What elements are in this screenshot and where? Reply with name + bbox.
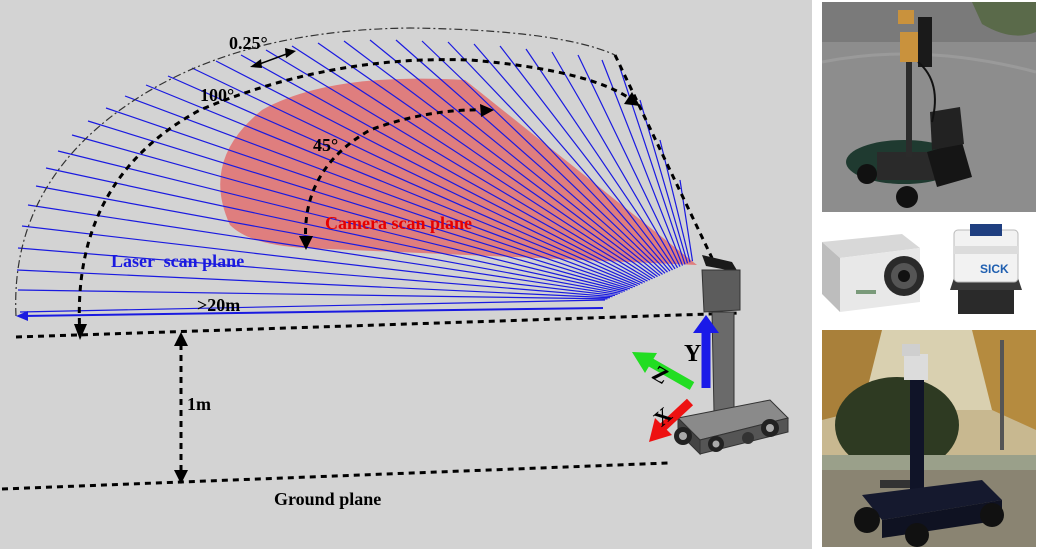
range-arrow (21, 307, 604, 317)
laser-beam (167, 75, 641, 285)
laser-fov-right-edge (613, 54, 714, 259)
laser-beam (317, 42, 656, 279)
camera-fov-angle-label: 45° (313, 135, 339, 155)
height-label: 1m (187, 394, 211, 414)
laser-beams (16, 39, 694, 313)
laser-brand-logo: SICK (980, 262, 1009, 276)
laser-beam (601, 59, 684, 266)
sensor-setup-diagram: 0.25° 100° 45° Camera scan plane Laser s… (0, 0, 812, 549)
height-arrowhead-top (174, 332, 188, 346)
laser-beam (45, 167, 623, 293)
ground-plane-line (1, 461, 669, 491)
laser-beam (240, 54, 648, 282)
laser-beam (577, 54, 681, 267)
laser-beam (21, 225, 616, 297)
laser-beam (27, 204, 618, 296)
laser-range-envelope (15, 27, 616, 317)
laser-scan-plane-label: Laser scan plane (111, 251, 245, 271)
camera-device-photo (816, 220, 932, 320)
laser-beam (35, 185, 621, 294)
laser-beam (679, 179, 694, 262)
arc-100-degree (77, 58, 633, 336)
axis-x-arrow (658, 398, 694, 432)
laser-beam (19, 299, 606, 313)
laser-beam (16, 269, 611, 299)
laser-beam (473, 43, 671, 272)
laser-beam (291, 45, 653, 280)
laser-beam (447, 41, 668, 273)
angle-resolution-arrowhead-right (285, 48, 296, 58)
axis-z-arrow (647, 358, 695, 390)
diagram-canvas (1, 27, 789, 491)
range-label: >20m (197, 295, 241, 315)
laser-plane-line (15, 311, 741, 339)
laser-beam (71, 134, 628, 291)
laser-beam (343, 40, 658, 278)
laser-beam (57, 150, 626, 292)
angle-resolution-label: 0.25° (229, 33, 268, 53)
laser-beam (105, 107, 633, 289)
arc-100-arrowhead-bottom (74, 324, 87, 340)
arc-100-arrowhead-top (624, 92, 640, 106)
camera-scan-plane-label: Camera scan plane (325, 213, 472, 233)
coordinate-axes (632, 315, 719, 442)
angle-resolution-arrowhead-left (250, 59, 262, 68)
robot-photo-bottom (822, 330, 1036, 547)
robot-model (674, 255, 789, 456)
laser-beam (369, 39, 661, 277)
ground-plane-label: Ground plane (274, 489, 382, 509)
laser-beam (191, 67, 643, 284)
laser-fov-angle-label: 100° (200, 85, 235, 105)
laser-beam (17, 247, 613, 298)
laser-beam (124, 95, 636, 288)
laser-beam (145, 84, 638, 287)
axis-y-label: Y (684, 341, 702, 367)
laser-beam (87, 120, 631, 290)
range-arrowhead (16, 311, 28, 321)
arc-45-arrowhead-top (480, 104, 494, 117)
height-arrowhead-bottom (174, 470, 188, 484)
laser-beam (499, 45, 673, 271)
arc-45-arrowhead-bottom (299, 236, 313, 250)
arc-45-degree (304, 108, 489, 246)
laser-beam (395, 39, 663, 275)
laser-beam (525, 48, 676, 270)
laser-beam (659, 139, 691, 263)
laser-beam (265, 49, 651, 281)
robot-photo-top (822, 2, 1036, 212)
laser-beam (551, 51, 679, 269)
laser-scanner-photo: SICK (940, 220, 1036, 320)
laser-beam (215, 60, 646, 283)
laser-beam (421, 40, 666, 274)
laser-beam (17, 289, 608, 300)
